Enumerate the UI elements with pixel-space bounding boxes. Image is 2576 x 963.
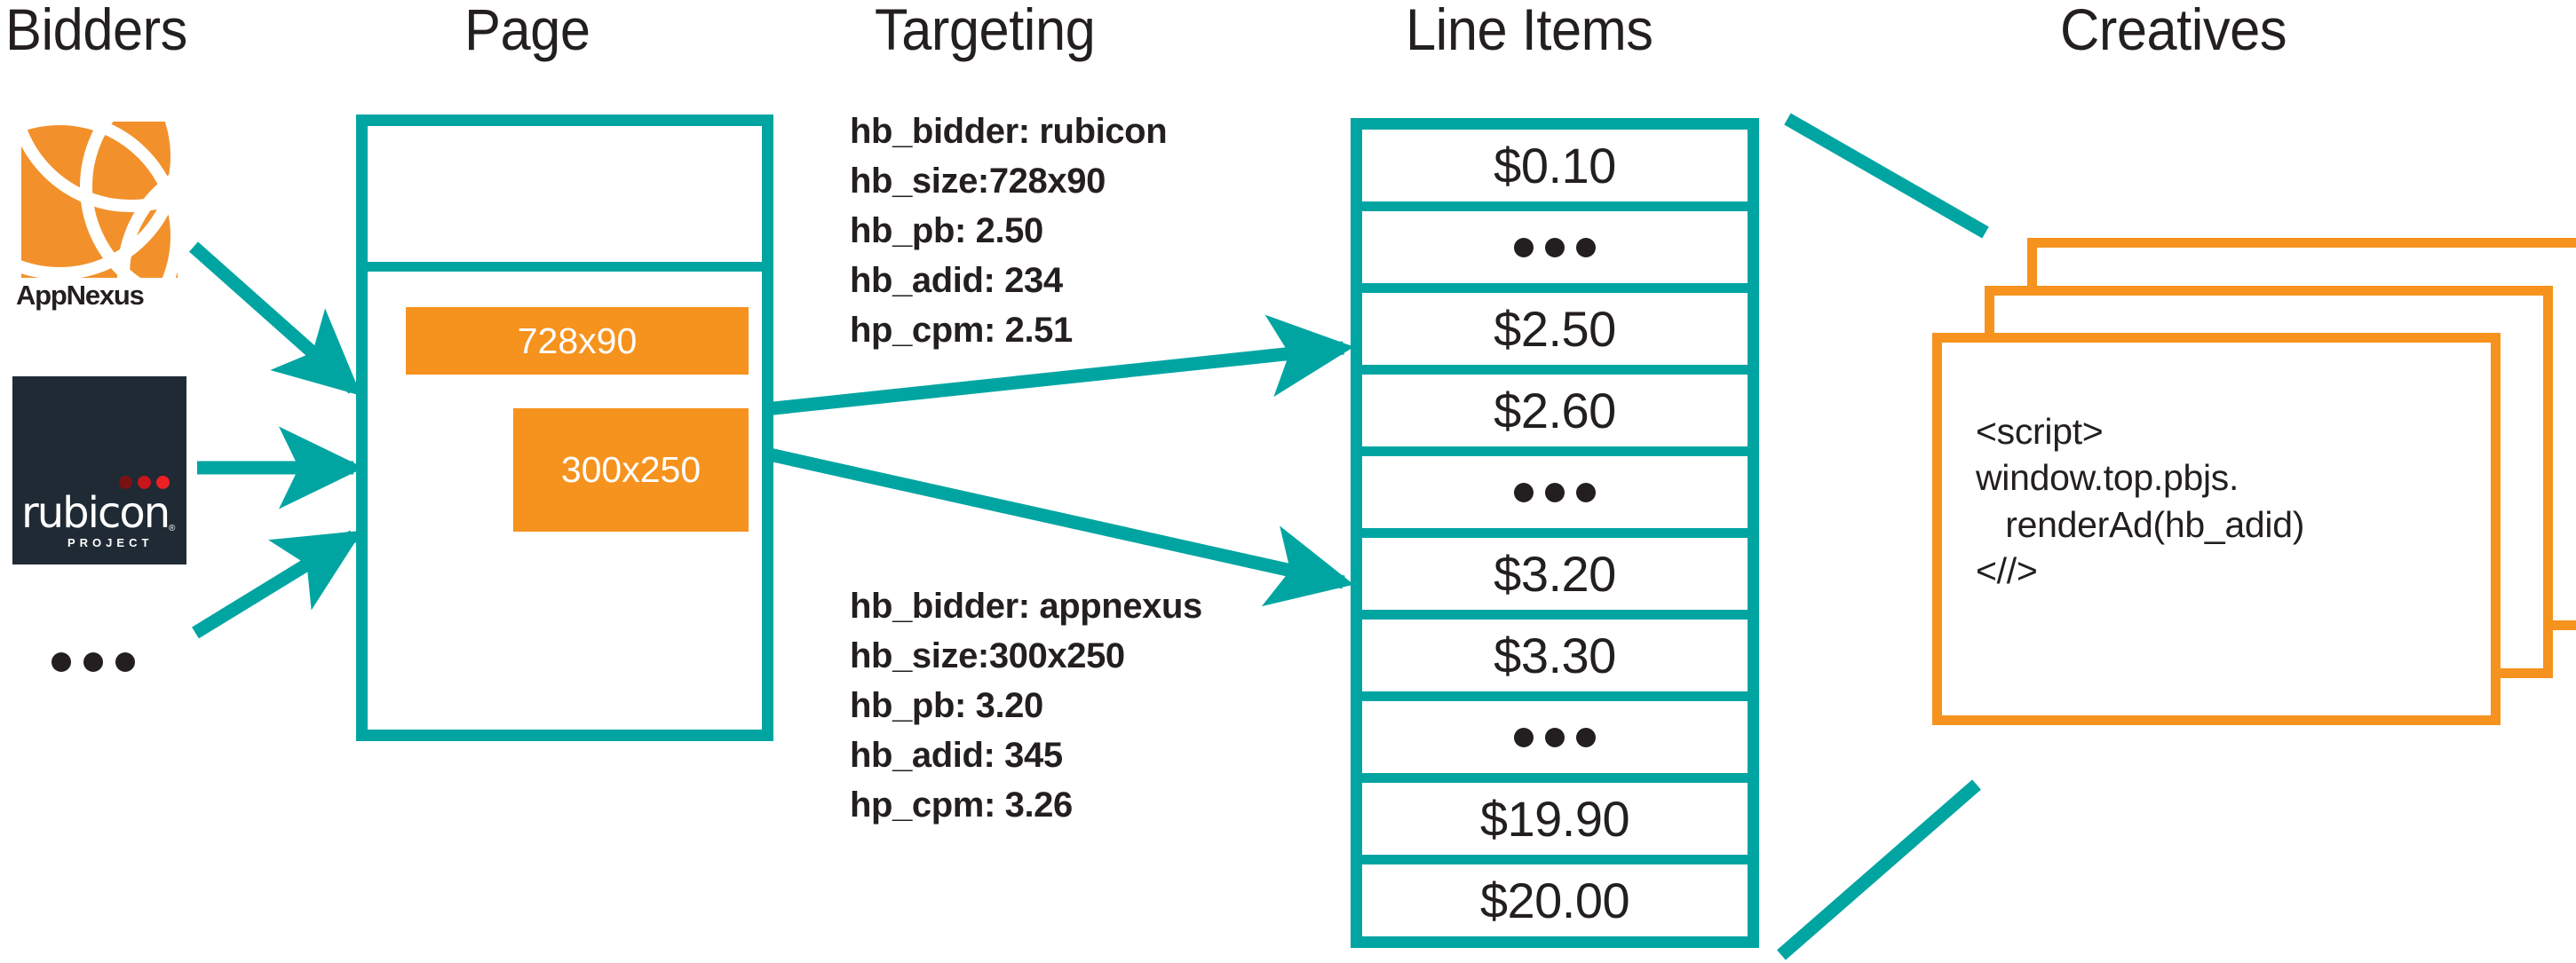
line-item-row[interactable]: $2.60 [1362, 375, 1748, 456]
ellipsis-dot [83, 652, 103, 672]
column-heading-targeting: Targeting [875, 0, 1096, 62]
rubicon-dot-1 [119, 476, 132, 489]
targeting-line: hb_size:300x250 [850, 636, 1125, 675]
rubicon-project-logo-icon: rubicon ® PROJECT [12, 376, 186, 564]
arrow-more-bidders-to-page [192, 530, 363, 639]
arrow-page-300x250-to-line-item [764, 446, 1354, 607]
column-heading-creatives: Creatives [2060, 0, 2287, 62]
appnexus-wordmark: AppNexus [16, 280, 145, 311]
column-heading-bidders: Bidders [5, 0, 187, 62]
targeting-line: hb_pb: 2.50 [850, 211, 1043, 250]
arrow-appnexus-to-page [189, 241, 361, 396]
targeting-line: hb_bidder: appnexus [850, 587, 1202, 626]
rubicon-dots-icon [119, 476, 176, 490]
column-heading-page: Page [464, 0, 590, 62]
targeting-block-appnexus: hb_bidder: appnexus hb_size:300x250 hb_p… [850, 581, 1202, 830]
ellipsis-dot [52, 652, 71, 672]
targeting-line: hb_size:728x90 [850, 162, 1106, 201]
targeting-line: hb_bidder: rubicon [850, 112, 1168, 151]
rubicon-tagline: PROJECT [67, 536, 154, 549]
line-item-row[interactable]: $0.10 [1362, 130, 1748, 211]
connector-line-items-to-creatives-top [1784, 113, 1989, 239]
page-container: 728x90 300x250 [356, 114, 773, 741]
targeting-line: hb_adid: 345 [850, 736, 1063, 775]
line-item-row[interactable]: $20.00 [1479, 872, 1630, 928]
line-item-row-ellipsis [1362, 701, 1748, 783]
ad-slot-728x90[interactable]: 728x90 [406, 307, 749, 375]
line-item-row[interactable]: $19.90 [1362, 783, 1748, 864]
rubicon-wordmark: rubicon [21, 488, 170, 538]
targeting-line: hp_cpm: 2.51 [850, 311, 1073, 350]
line-item-row[interactable]: $3.20 [1362, 538, 1748, 620]
targeting-line: hp_cpm: 3.26 [850, 785, 1073, 825]
page-header-divider [368, 262, 762, 272]
line-item-row[interactable]: $3.30 [1362, 620, 1748, 701]
creative-script-code: <script> window.top.pbjs. renderAd(hb_ad… [1976, 411, 2305, 592]
rubicon-dot-3 [156, 476, 170, 489]
connector-line-items-to-creatives-bottom [1777, 779, 1981, 960]
line-items-table: $0.10 $2.50 $2.60 $3.20 $3.30 $19.90 $20… [1351, 118, 1759, 948]
ad-slot-300x250[interactable]: 300x250 [513, 408, 749, 532]
targeting-block-rubicon: hb_bidder: rubicon hb_size:728x90 hb_pb:… [850, 107, 1168, 355]
rubicon-dot-2 [138, 476, 151, 489]
bidders-ellipsis-icon [52, 652, 135, 672]
line-item-row-ellipsis [1362, 456, 1748, 538]
column-heading-line-items: Line Items [1406, 0, 1653, 62]
rubicon-registered-mark: ® [169, 524, 176, 533]
line-item-row-ellipsis [1362, 211, 1748, 293]
creative-card-front[interactable] [1932, 333, 2501, 725]
targeting-line: hb_pb: 3.20 [850, 686, 1043, 725]
targeting-line: hb_adid: 234 [850, 261, 1063, 300]
appnexus-logo-icon [21, 122, 178, 278]
line-item-row[interactable]: $2.50 [1362, 293, 1748, 375]
arrow-page-728x90-to-line-item [765, 314, 1354, 416]
ellipsis-dot [115, 652, 135, 672]
